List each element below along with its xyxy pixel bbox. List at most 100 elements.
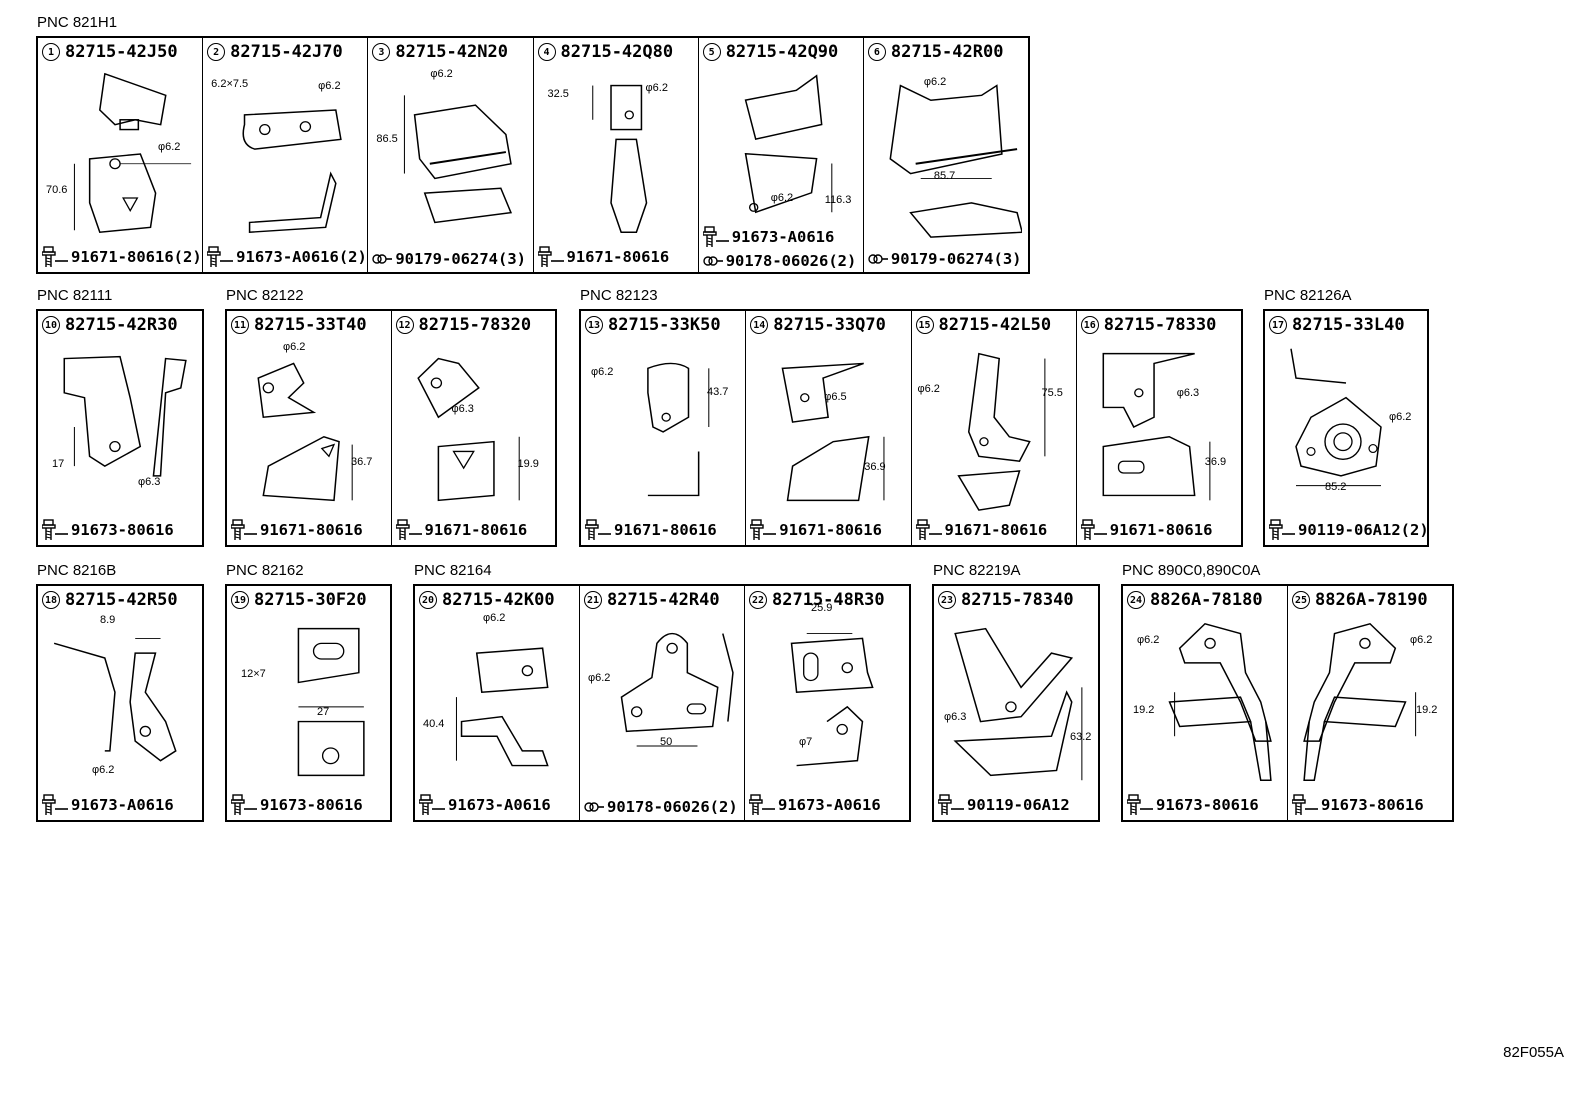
fastener-row: 91673-A0616 — [702, 226, 835, 248]
fastener-part-number: 90179-06274(3) — [890, 250, 1022, 268]
dimension-label: φ7 — [799, 736, 813, 748]
item-number: 21 — [584, 591, 602, 609]
fastener-row: 91671-80616(2) — [42, 246, 202, 268]
fastener-part-number: 90119-06A12 — [967, 796, 1070, 814]
part-drawing — [870, 66, 1023, 242]
part-drawing — [421, 614, 573, 790]
item-number: 15 — [915, 316, 934, 334]
item-number: 16 — [1080, 316, 1099, 334]
dimension-label: 40.4 — [423, 718, 445, 730]
dimension-label: 19.2 — [1133, 704, 1155, 716]
fastener-row: 91671-80616 — [915, 519, 1048, 541]
dimension-label: φ6.2 — [588, 672, 611, 684]
fastener-part-number: 91673-A0616 — [731, 228, 835, 246]
dimension-label: 36.7 — [351, 456, 373, 468]
part-drawing — [44, 614, 196, 790]
part-number: 82715-42R40 — [607, 590, 720, 610]
item-number: 3 — [372, 43, 391, 61]
hex-bolt-icon — [207, 246, 234, 268]
part-drawing — [587, 339, 739, 515]
hex-bolt-icon — [231, 519, 257, 541]
item-number: 17 — [1269, 316, 1287, 334]
part-drawing — [1129, 614, 1281, 790]
fastener-row: 91673-80616 — [1127, 794, 1259, 816]
dimension-label: 86.5 — [376, 133, 398, 145]
dimension-label: φ6.2 — [770, 192, 794, 204]
dimension-label: φ6.2 — [1410, 634, 1433, 646]
part-number: 82715-42K00 — [442, 590, 555, 610]
item-number: 2 — [207, 43, 226, 61]
fastener-row: 91671-80616 — [585, 519, 717, 541]
fastener-part-number: 90179-06274(3) — [395, 250, 526, 268]
dimension-label: 116.3 — [824, 194, 852, 206]
item-number: 18 — [42, 591, 60, 609]
fastener-part-number: 91673-A0616 — [448, 796, 551, 814]
fastener-part-number: 91671-80616 — [424, 521, 528, 539]
dimension-label: φ6.2 — [158, 141, 181, 153]
fastener-part-number: 91671-80616 — [944, 521, 1048, 539]
dimension-label: 85.2 — [1325, 481, 1347, 493]
part-number: 82715-42R50 — [65, 590, 178, 610]
fastener-row: 91671-80616 — [1080, 519, 1212, 541]
part-drawing — [705, 66, 857, 222]
item-number: 19 — [231, 591, 249, 609]
fastener-row: 90179-06274(3) — [372, 250, 526, 268]
nut-icon — [702, 256, 723, 266]
dimension-label: 70.6 — [46, 184, 68, 196]
part-drawing — [44, 66, 196, 242]
dimension-label: φ6.2 — [591, 366, 614, 378]
part-drawing — [940, 614, 1092, 790]
fastener-part-number: 91673-A0616 — [778, 796, 881, 814]
fastener-row: 91671-80616 — [537, 246, 669, 268]
part-number: 82715-33L40 — [1292, 315, 1405, 335]
pnc-label: PNC 821H1 — [37, 14, 118, 31]
part-drawing — [44, 339, 196, 515]
hex-bolt-icon — [42, 519, 68, 541]
dimension-label: 75.5 — [1041, 387, 1063, 399]
dimension-label: 6.2×7.5 — [211, 78, 249, 90]
hex-bolt-icon — [231, 794, 257, 816]
part-drawing — [233, 614, 384, 790]
part-drawing — [209, 66, 361, 242]
fastener-row: 91673-A0616 — [749, 794, 881, 816]
dimension-label: φ6.2 — [923, 76, 947, 88]
dimension-label: φ6.2 — [917, 383, 940, 395]
dimension-label: 43.7 — [707, 386, 729, 398]
diagram-code: 82F055A — [1503, 1044, 1564, 1061]
fastener-row: 91673-80616 — [1292, 794, 1424, 816]
dimension-label: 63.2 — [1070, 731, 1092, 743]
fastener-row: 91673-A0616 — [419, 794, 551, 816]
part-drawing — [233, 339, 385, 515]
fastener-row: 91671-80616 — [750, 519, 882, 541]
dimension-label: 25.9 — [811, 602, 833, 614]
fastener-part-number: 91673-80616 — [260, 796, 363, 814]
item-number: 25 — [1292, 591, 1310, 609]
part-drawing — [374, 66, 526, 242]
